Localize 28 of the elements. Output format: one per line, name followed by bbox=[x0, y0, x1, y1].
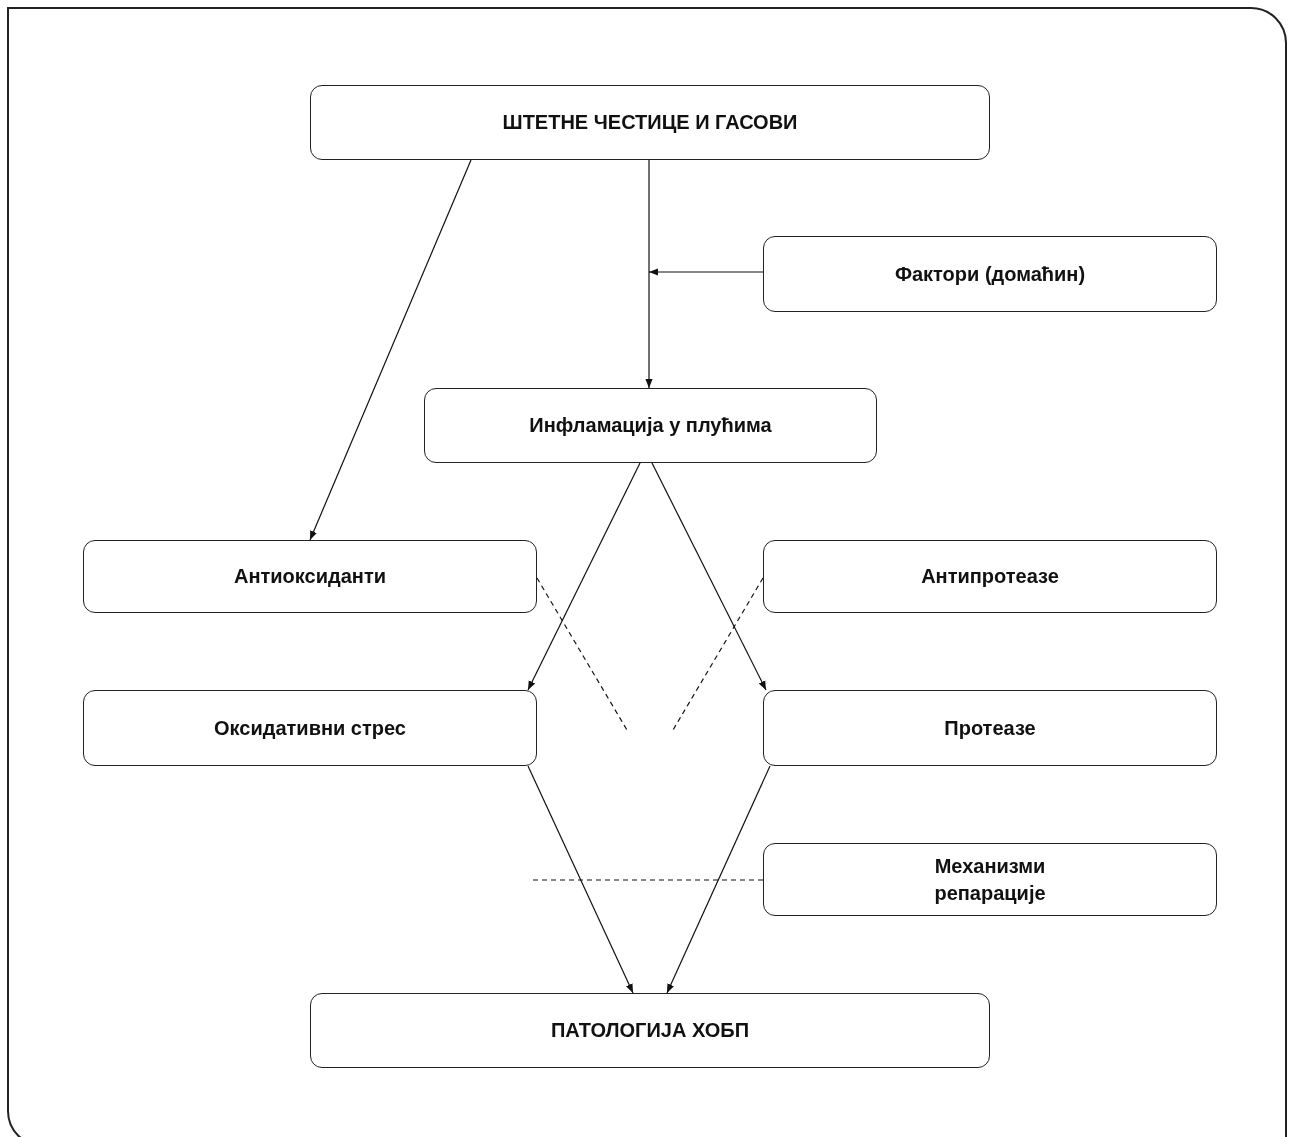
arrow bbox=[651, 462, 767, 691]
box-label: Антиоксиданти bbox=[234, 564, 386, 589]
process-box bbox=[763, 540, 1217, 613]
process-box bbox=[310, 993, 990, 1068]
process-box bbox=[763, 843, 1217, 916]
arrow bbox=[527, 462, 641, 691]
dashed-line bbox=[532, 879, 764, 881]
dashed-line bbox=[672, 577, 764, 731]
dashed-line bbox=[536, 577, 628, 731]
arrow bbox=[666, 765, 771, 994]
arrow bbox=[527, 765, 634, 994]
process-box bbox=[310, 85, 990, 160]
box-label: Протеазе bbox=[944, 715, 1036, 741]
arrow bbox=[309, 159, 472, 541]
box-label: Инфламација у плућима bbox=[529, 413, 772, 438]
process-box bbox=[83, 690, 537, 766]
box-label: ПАТОЛОГИЈА ХОБП bbox=[550, 1018, 750, 1043]
arrow bbox=[645, 159, 653, 389]
process-box bbox=[83, 540, 537, 613]
box-label: ШТЕТНЕ ЧЕСТИЦЕ И ГАСОВИ bbox=[502, 110, 798, 135]
box-label: Механизми репарације bbox=[933, 853, 1047, 906]
process-box bbox=[763, 690, 1217, 766]
process-box bbox=[763, 236, 1217, 312]
box-label: Фактори (домаћин) bbox=[894, 261, 1086, 287]
box-label: Антипротеазе bbox=[921, 564, 1059, 589]
process-box bbox=[424, 388, 877, 463]
box-label: Оксидативни стрес bbox=[214, 715, 406, 741]
arrow bbox=[648, 268, 764, 276]
